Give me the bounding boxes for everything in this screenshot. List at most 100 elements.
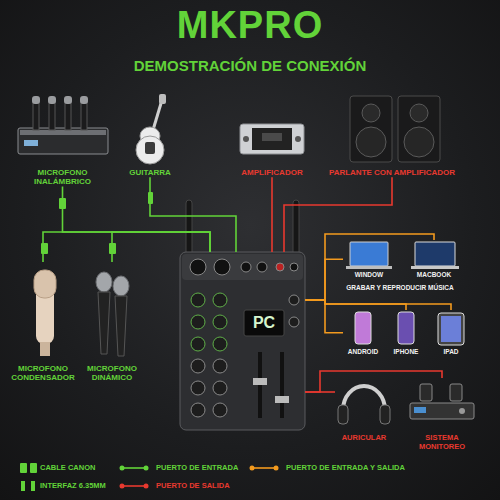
connector-plug-icon <box>41 243 48 254</box>
phone-tablet-icon <box>438 313 464 345</box>
mixer-console <box>213 403 227 417</box>
legend-text: PUERTO DE ENTRADA Y SALIDA <box>286 463 405 473</box>
guitar-icon <box>136 136 164 164</box>
wireless-receiver-icon <box>64 96 72 104</box>
device-node: ANDROID <box>343 310 383 355</box>
device-node: WINDOW <box>343 240 395 278</box>
mixer-console <box>244 310 284 336</box>
wireless-receiver-icon <box>18 96 108 154</box>
legend-text: PUERTO DE SALIDA <box>156 481 230 491</box>
mixer-console <box>253 378 267 385</box>
wireless-receiver-icon <box>65 100 71 130</box>
xlr-plug-symbol <box>30 463 37 473</box>
cable-connector <box>305 300 451 310</box>
wireless-receiver-icon <box>81 100 87 130</box>
display-text: PC <box>244 310 284 336</box>
device-label: SISTEMA MONITOREO <box>405 434 479 451</box>
mixer-console <box>191 359 205 373</box>
device-node: MICROFONO CONDENSADOR <box>6 262 80 382</box>
mixer-console <box>213 315 227 329</box>
cable-connector <box>150 177 236 252</box>
mixer-console <box>213 359 227 373</box>
wireless-receiver-icon <box>80 96 88 104</box>
jack-plug-symbol <box>31 481 35 491</box>
wireless-receiver-icon <box>32 96 40 104</box>
diagram-title: MKPRO <box>0 2 500 48</box>
mixer-console <box>182 254 303 280</box>
device-label: GUITARRA <box>118 168 182 177</box>
headphones-icon <box>338 405 348 424</box>
monitor-system-icon <box>410 384 474 419</box>
phone-tablet-icon <box>355 312 464 345</box>
mixer-console <box>257 262 267 272</box>
wireless-receiver-icon <box>49 100 55 130</box>
mixer-console <box>213 337 227 351</box>
guitar-icon <box>145 142 155 154</box>
mixer-console <box>289 317 299 327</box>
cable-connector <box>271 177 273 252</box>
device-node: PARLANTE CON AMPLIFICADOR <box>317 92 467 177</box>
amplifier-icon <box>295 136 301 142</box>
legend-text: PUERTO DE ENTRADA <box>156 463 238 473</box>
mixer-console <box>186 200 192 256</box>
mixer-console <box>241 262 251 272</box>
connector-plug-icon <box>41 192 153 254</box>
mixer-console: PC <box>180 252 305 430</box>
device-node: IPAD <box>429 310 473 355</box>
condenser-mic-icon <box>34 270 56 298</box>
device-node: MICROFONO DINÁMICO <box>82 262 142 382</box>
dynamic-mic-icon <box>96 272 129 356</box>
cable-connector <box>63 186 211 252</box>
dynamic-mic-icon <box>115 296 127 356</box>
dynamic-mic-icon <box>98 292 110 354</box>
mixer-console <box>191 293 205 307</box>
mixer-console <box>280 352 284 418</box>
mixer-console <box>290 263 298 271</box>
speaker-icon <box>404 127 434 157</box>
device-node: IPHONE <box>386 310 426 355</box>
mixer-console <box>213 381 227 395</box>
legend-line-sample <box>250 466 255 471</box>
wireless-receiver-icon <box>48 96 56 104</box>
legend-line-sample <box>120 484 125 489</box>
cable-connector <box>305 259 343 300</box>
cable-connector <box>305 300 406 310</box>
legend-line-sample <box>274 466 279 471</box>
xlr-plug-symbol <box>20 463 27 473</box>
mixer-console <box>293 200 299 256</box>
monitor-system-icon <box>414 407 426 413</box>
device-node: SISTEMA MONITOREO <box>405 378 479 451</box>
subtitle: DEMOSTRACIÓN DE CONEXIÓN <box>0 56 500 76</box>
guitar-icon <box>136 94 166 164</box>
device-label: MACBOOK <box>403 271 465 278</box>
dynamic-mic-icon <box>96 272 112 292</box>
monitor-system-icon <box>410 403 474 419</box>
device-label: MICROFONO INALÁMBRICO <box>15 168 110 186</box>
speaker-icon <box>362 104 380 122</box>
legend-line-sample <box>144 484 149 489</box>
mixer-console <box>276 263 284 271</box>
dynamic-mic-icon <box>113 276 129 296</box>
cable-connector <box>305 371 442 392</box>
monitor-system-icon <box>459 408 465 414</box>
amplifier-icon <box>262 133 282 141</box>
mixer-console <box>180 200 305 430</box>
phone-tablet-icon <box>355 312 371 344</box>
condenser-mic-icon <box>40 342 50 356</box>
wireless-receiver-icon <box>20 130 106 135</box>
mixer-console <box>191 403 205 417</box>
wireless-receiver-icon <box>18 128 108 154</box>
note-label: GRABAR Y REPRODUCIR MÚSICA <box>338 283 462 292</box>
device-label: MICROFONO CONDENSADOR <box>6 364 80 382</box>
device-label: ANDROID <box>343 348 383 355</box>
device-node: GUITARRA <box>118 92 182 177</box>
device-label: PARLANTE CON AMPLIFICADOR <box>317 168 467 177</box>
cable-connector <box>305 300 343 333</box>
legend-line-sample <box>120 466 125 471</box>
laptop-icon <box>350 242 388 266</box>
legend-line-sample <box>144 466 149 471</box>
laptop-icon <box>411 266 459 269</box>
speaker-icon <box>356 127 386 157</box>
wireless-receiver-icon <box>33 100 39 130</box>
